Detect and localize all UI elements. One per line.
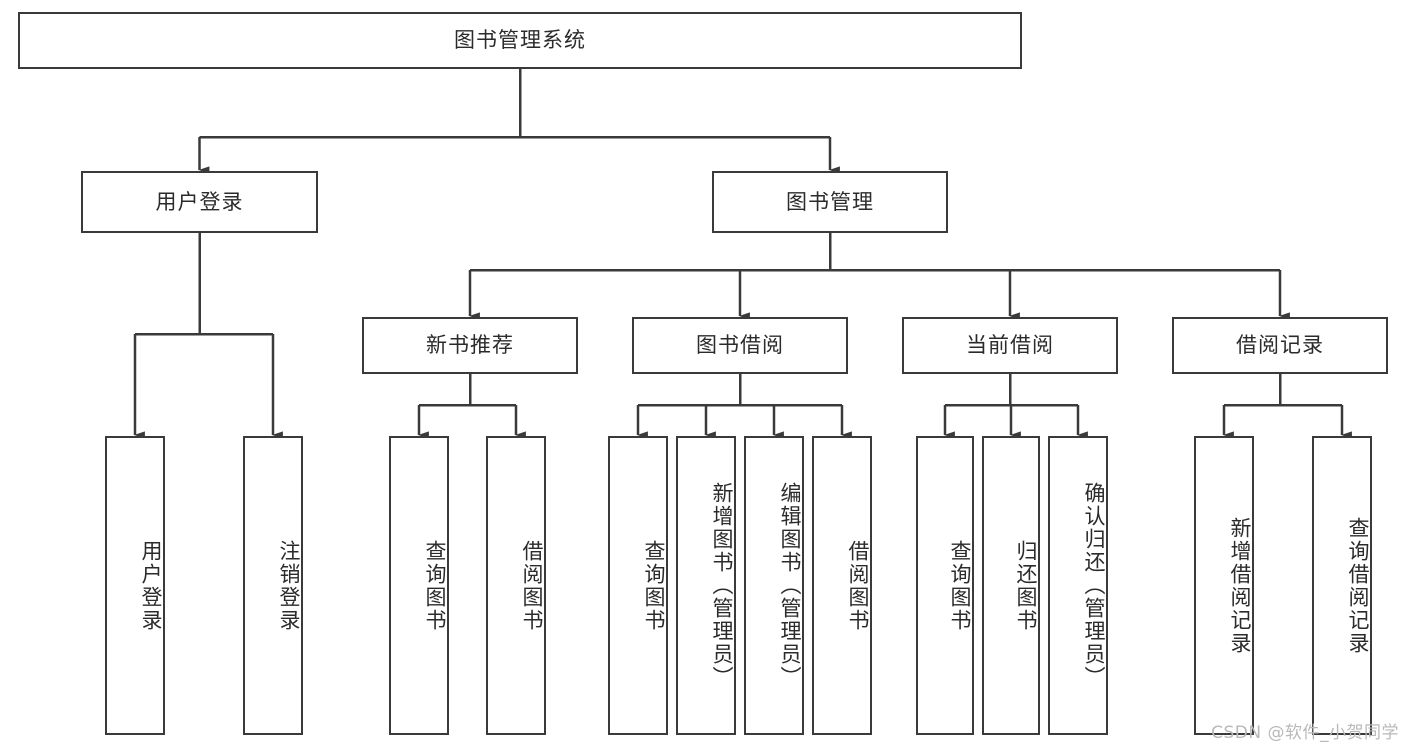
node-borrow-record[interactable]: 借阅记录 (1172, 317, 1388, 374)
node-label: 新增借阅记录 (1228, 516, 1252, 655)
node-label: 图书借阅 (696, 333, 784, 358)
node-label: 借阅图书 (520, 539, 544, 632)
node-label: 当前借阅 (966, 333, 1054, 358)
node-leaf-confirm-return[interactable]: 确认归还（管理员） (1048, 436, 1108, 735)
node-label: 用户登录 (155, 189, 244, 214)
node-label: 归还图书 (1014, 539, 1038, 632)
node-new-book-rec[interactable]: 新书推荐 (362, 317, 578, 374)
node-label: 查询图书 (948, 539, 972, 632)
node-leaf-user-login[interactable]: 用户登录 (105, 436, 165, 735)
node-book-borrow[interactable]: 图书借阅 (632, 317, 848, 374)
node-leaf-add-book[interactable]: 新增图书（管理员） (676, 436, 736, 735)
node-leaf-edit-book[interactable]: 编辑图书（管理员） (744, 436, 804, 735)
node-label: 注销登录 (277, 539, 301, 632)
node-leaf-query-record[interactable]: 查询借阅记录 (1312, 436, 1372, 735)
node-label: 借阅记录 (1236, 333, 1324, 358)
node-label: 新增图书（管理员） (710, 482, 734, 689)
node-label: 查询图书 (423, 539, 447, 632)
node-label: 借阅图书 (846, 539, 870, 632)
node-label: 查询借阅记录 (1346, 516, 1370, 655)
csdn-watermark: CSDN @软件_小贺同学 (1211, 723, 1399, 743)
node-current-borrow[interactable]: 当前借阅 (902, 317, 1118, 374)
node-label: 新书推荐 (426, 333, 514, 358)
node-label: 查询图书 (642, 539, 666, 632)
node-label: 图书管理 (786, 189, 874, 214)
node-leaf-borrow-book-2[interactable]: 借阅图书 (812, 436, 872, 735)
node-leaf-return-book[interactable]: 归还图书 (982, 436, 1040, 735)
node-leaf-add-record[interactable]: 新增借阅记录 (1194, 436, 1254, 735)
node-book-manage[interactable]: 图书管理 (712, 171, 948, 233)
node-user-login[interactable]: 用户登录 (81, 171, 318, 233)
node-root[interactable]: 图书管理系统 (18, 12, 1022, 69)
node-leaf-logout[interactable]: 注销登录 (243, 436, 303, 735)
node-label: 用户登录 (139, 539, 163, 632)
node-leaf-query-book-3[interactable]: 查询图书 (916, 436, 974, 735)
node-label: 图书管理系统 (454, 28, 586, 53)
node-leaf-borrow-book-1[interactable]: 借阅图书 (486, 436, 546, 735)
node-label: 编辑图书（管理员） (778, 482, 802, 689)
node-leaf-query-book-1[interactable]: 查询图书 (389, 436, 449, 735)
node-leaf-query-book-2[interactable]: 查询图书 (608, 436, 668, 735)
node-label: 确认归还（管理员） (1082, 482, 1106, 689)
